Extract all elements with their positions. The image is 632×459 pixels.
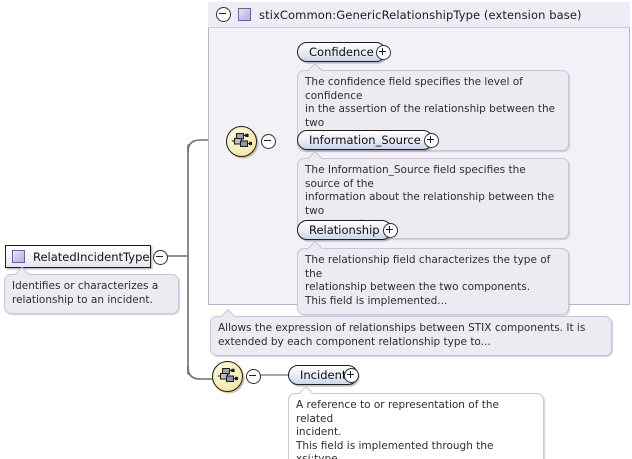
minus-circle-icon-root[interactable] (153, 250, 168, 265)
extension-base-title: stixCommon:GenericRelationshipType (exte… (259, 7, 582, 22)
complex-type-square-icon (238, 8, 251, 21)
doc-line: The relationship field characterizes the… (305, 254, 551, 280)
doc-bubble-extension-base: Allows the expression of relationships b… (210, 308, 612, 356)
element-label: Confidence (309, 45, 374, 59)
bubble-notch (220, 308, 236, 324)
doc-line: relationship between the two components. (305, 281, 531, 293)
doc-line: information about the relationship betwe… (305, 191, 555, 217)
doc-line: The Information_Source field specifies t… (305, 164, 526, 190)
element-label: Relationship (309, 223, 380, 237)
element-confidence[interactable]: Confidence (297, 42, 386, 62)
doc-line: Identifies or characterizes a (12, 280, 159, 292)
doc-text: Allows the expression of relationships b… (218, 322, 586, 348)
doc-bubble-incident: A reference to or representation of the … (288, 385, 544, 459)
bubble-notch (14, 266, 30, 282)
plus-circle-icon-confidence[interactable] (376, 45, 391, 60)
element-relationship[interactable]: Relationship (297, 220, 392, 240)
doc-line: relationship to an incident. (12, 293, 153, 306)
doc-line: incident. (296, 426, 342, 438)
doc-line: in the assertion of the relationship bet… (305, 103, 556, 129)
doc-line: A reference to or representation of the … (296, 399, 499, 425)
doc-bubble-related-incident-type: Identifies or characterizes a relationsh… (4, 266, 179, 314)
extension-base-header[interactable]: stixCommon:GenericRelationshipType (exte… (208, 2, 630, 28)
doc-bubble-relationship: The relationship field characterizes the… (297, 240, 569, 315)
complex-type-square-icon (12, 250, 25, 263)
element-information-source[interactable]: Information_Source (297, 130, 433, 150)
element-label: Incident (300, 368, 347, 382)
doc-line: This field is implemented through the xs… (296, 439, 494, 459)
sequence-glyph (217, 368, 238, 382)
minus-circle-icon-own-compositor[interactable] (246, 369, 261, 384)
element-label: Information_Source (309, 133, 421, 147)
sequence-glyph (231, 133, 252, 147)
plus-circle-icon-relationship[interactable] (383, 223, 398, 238)
plus-circle-icon-information-source[interactable] (424, 133, 439, 148)
minus-circle-icon-inherited-compositor[interactable] (261, 134, 276, 149)
page-title: RelatedIncidentType (33, 249, 150, 264)
sequence-compositor-icon-own[interactable] (212, 361, 243, 392)
bubble-notch (298, 385, 314, 401)
sequence-compositor-icon-inherited[interactable] (226, 126, 257, 157)
doc-line: The confidence field specifies the level… (305, 76, 523, 102)
complex-type-related-incident-type[interactable]: RelatedIncidentType (5, 245, 151, 268)
plus-circle-icon-incident[interactable] (344, 368, 359, 383)
minus-circle-icon[interactable] (216, 7, 231, 22)
doc-line: This field is implemented... (305, 294, 448, 307)
